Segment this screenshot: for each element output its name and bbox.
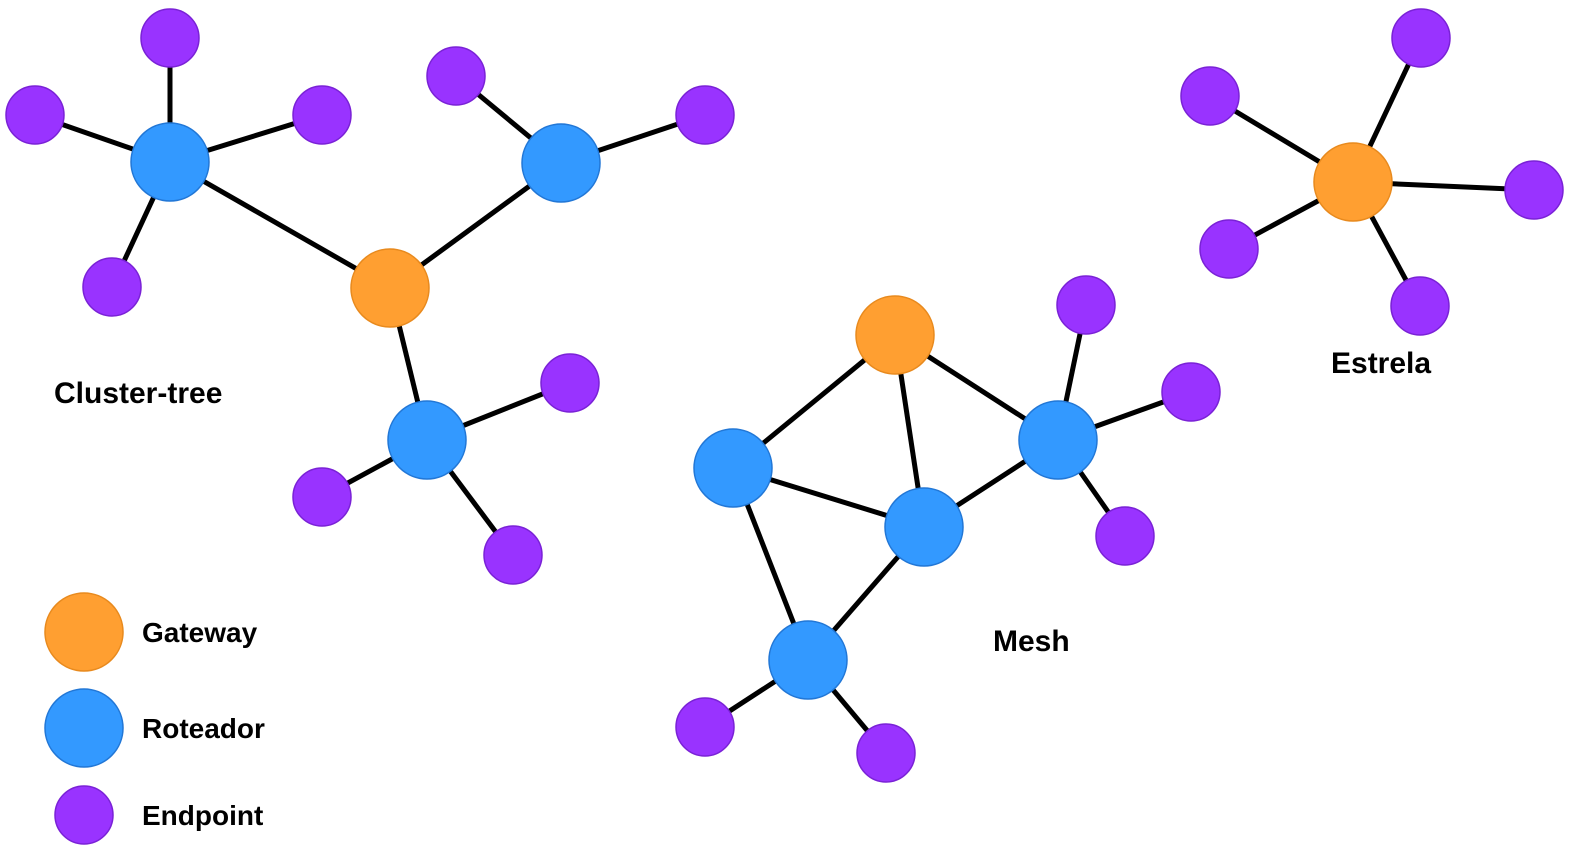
gateway-node: [350, 248, 430, 328]
legend: Gateway Roteador Endpoint: [44, 592, 265, 845]
endpoint-node: [426, 46, 486, 106]
legend-router-swatch: [44, 688, 124, 768]
endpoint-node: [1504, 160, 1564, 220]
endpoint-node: [483, 525, 543, 585]
star-label: Estrela: [1331, 347, 1431, 380]
gateway-node: [1313, 142, 1393, 222]
endpoint-node: [1199, 219, 1259, 279]
cluster-tree-label: Cluster-tree: [54, 377, 222, 410]
router-node: [884, 487, 964, 567]
link-edge: [168, 159, 392, 291]
endpoint-node: [1095, 506, 1155, 566]
endpoint-node: [140, 8, 200, 68]
legend-router-label: Roteador: [142, 713, 265, 744]
endpoint-node: [1180, 66, 1240, 126]
endpoint-node: [1391, 8, 1451, 68]
legend-endpoint-swatch: [54, 785, 114, 845]
endpoint-node: [292, 467, 352, 527]
nodes: [5, 8, 1564, 783]
mesh-label: Mesh: [993, 625, 1070, 658]
router-node: [387, 400, 467, 480]
gateway-node: [855, 295, 935, 375]
endpoint-node: [540, 353, 600, 413]
router-node: [521, 123, 601, 203]
endpoint-node: [292, 85, 352, 145]
endpoint-node: [675, 697, 735, 757]
legend-gateway-label: Gateway: [142, 617, 258, 648]
endpoint-node: [675, 85, 735, 145]
endpoint-node: [856, 723, 916, 783]
endpoint-node: [5, 85, 65, 145]
router-node: [130, 122, 210, 202]
endpoint-node: [1056, 275, 1116, 335]
legend-gateway-swatch: [44, 592, 124, 672]
legend-endpoint-label: Endpoint: [142, 800, 263, 831]
router-node: [693, 428, 773, 508]
endpoint-node: [82, 257, 142, 317]
router-node: [768, 620, 848, 700]
endpoint-node: [1161, 362, 1221, 422]
endpoint-node: [1390, 276, 1450, 336]
router-node: [1018, 400, 1098, 480]
